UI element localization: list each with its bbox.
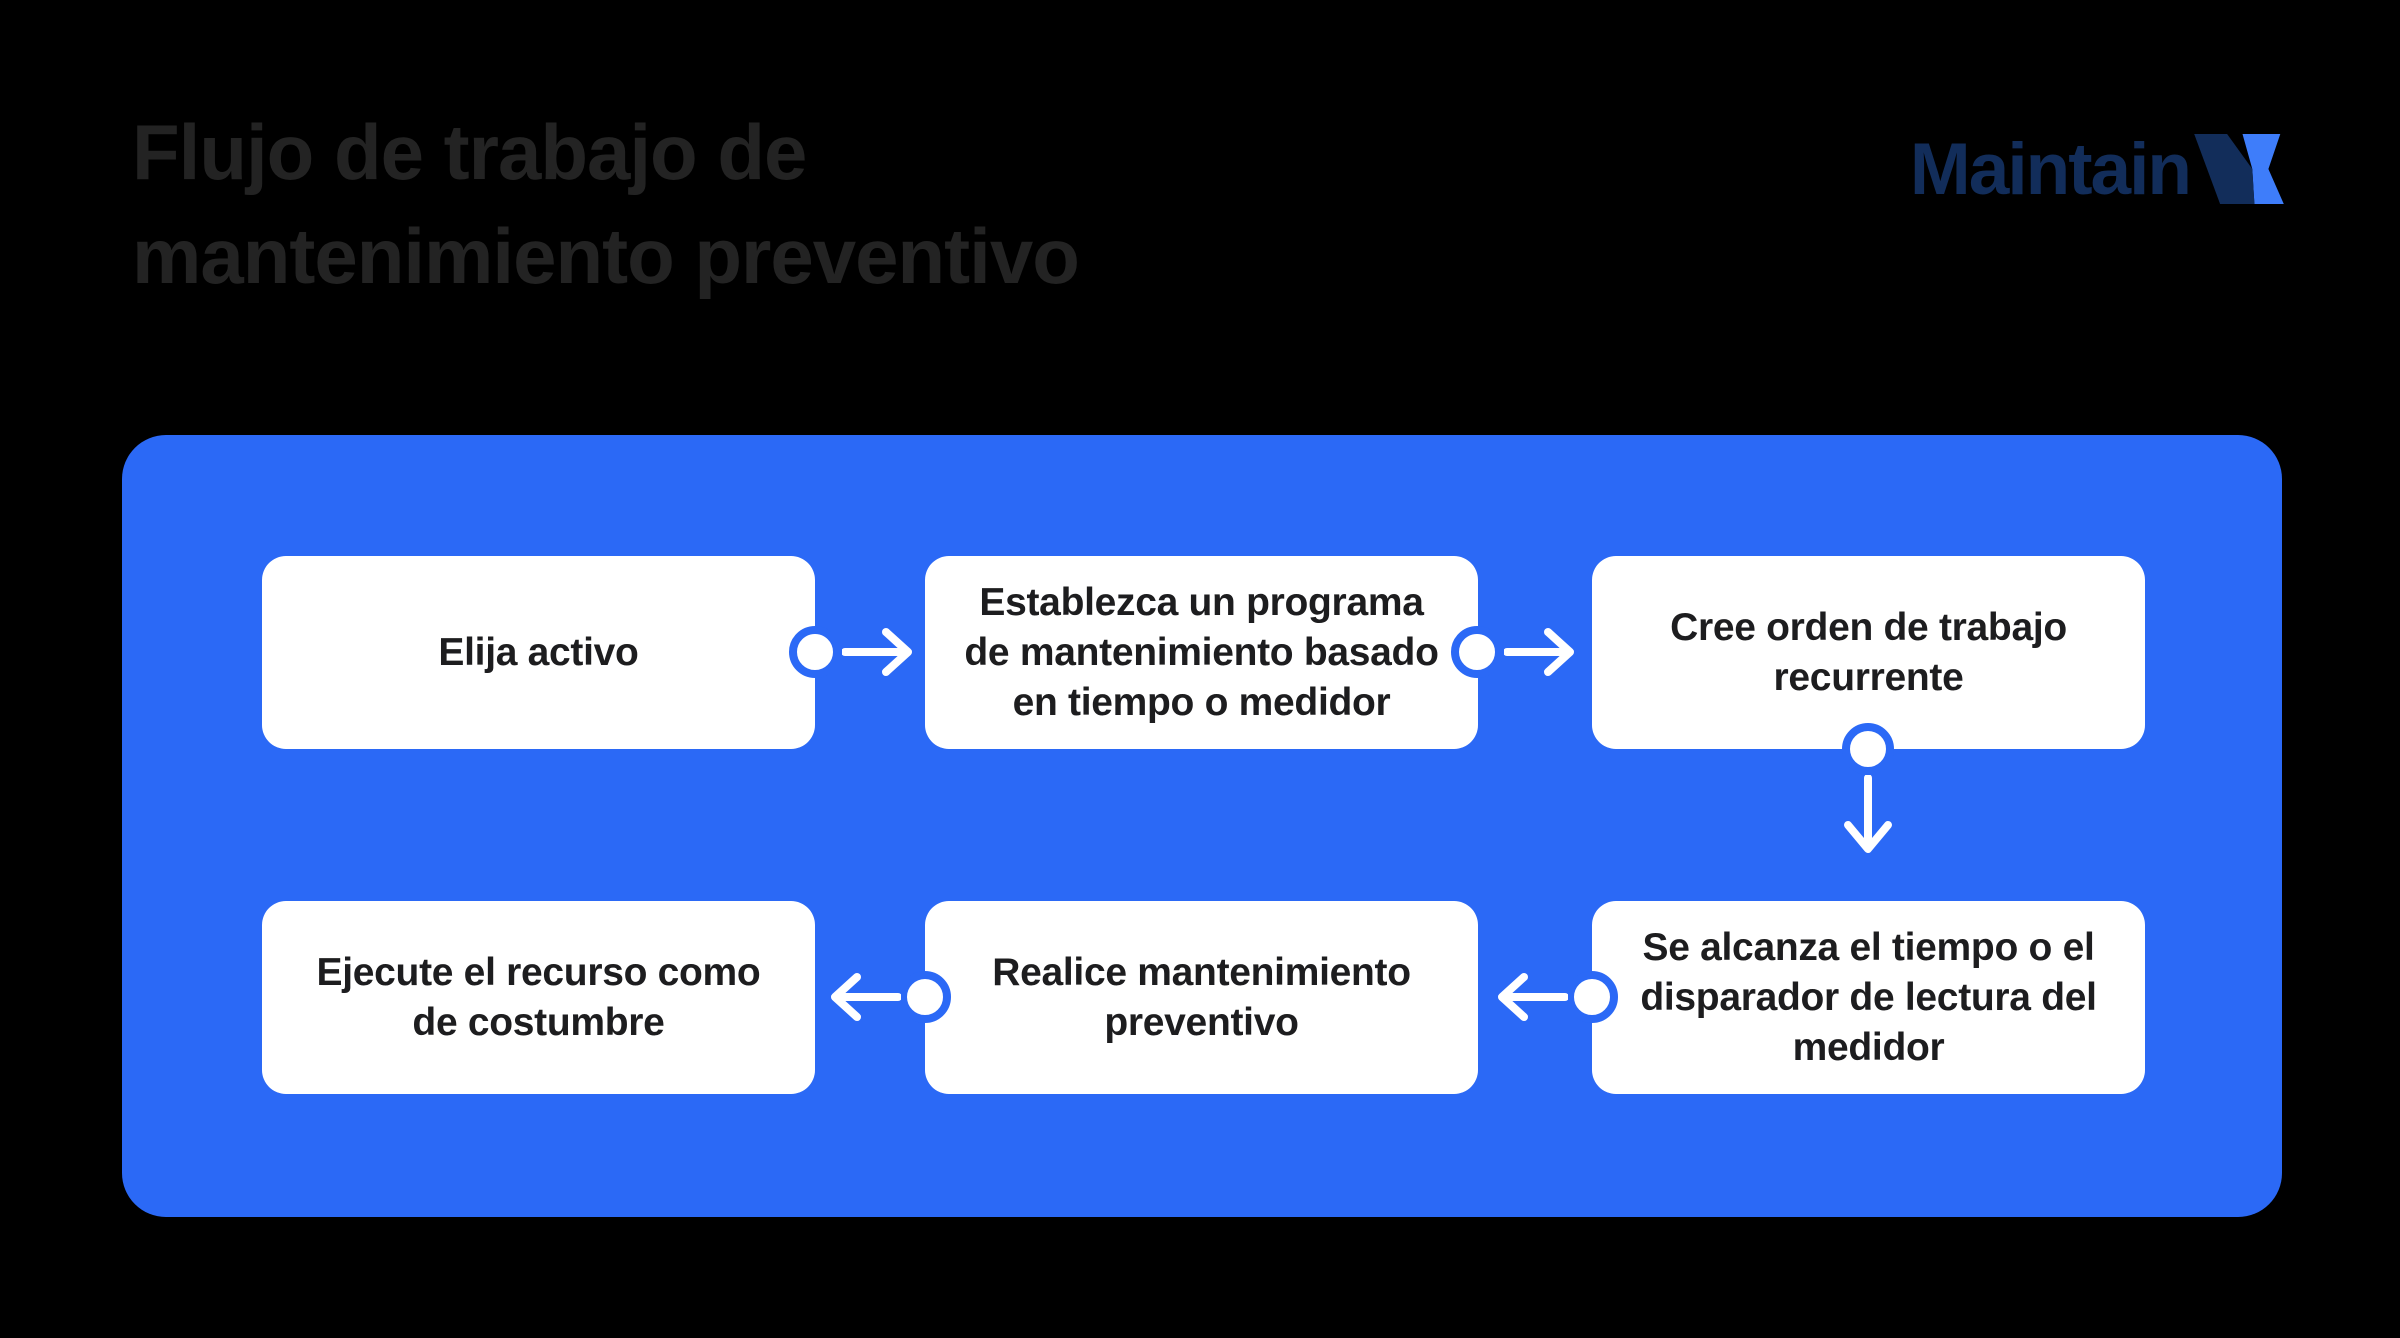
arrow-down-icon — [1838, 775, 1898, 855]
title-line-1: Flujo de trabajo de — [132, 108, 807, 196]
node-label: Ejecute el recurso como de costumbre — [316, 950, 761, 1044]
connector-dot — [789, 626, 841, 678]
flow-node-elija-activo: Elija activo — [262, 556, 815, 749]
logo-wordmark: Maintain — [1909, 128, 2192, 210]
node-label: Elija activo — [438, 630, 639, 674]
flow-node-se-alcanza-disparador: Se alcanza el tiempo o el disparador de … — [1592, 901, 2145, 1094]
arrow-left-icon — [1498, 967, 1568, 1027]
node-label: Establezca un programa de mantenimiento … — [964, 580, 1439, 724]
connector-dot — [1842, 723, 1894, 775]
arrow-right-icon — [1504, 622, 1574, 682]
node-label: Realice mantenimiento preventivo — [992, 950, 1411, 1044]
title-line-2: mantenimiento preventivo — [132, 212, 1080, 300]
node-label: Se alcanza el tiempo o el disparador de … — [1640, 925, 2097, 1069]
arrow-left-icon — [831, 967, 901, 1027]
maintainx-logo: Maintain — [1909, 128, 2284, 210]
connector-dot — [1566, 971, 1618, 1023]
connector-dot — [899, 971, 951, 1023]
flow-node-ejecute-recurso: Ejecute el recurso como de costumbre — [262, 901, 815, 1094]
flow-node-realice-mantenimiento: Realice mantenimiento preventivo — [925, 901, 1478, 1094]
node-label: Cree orden de trabajo recurrente — [1670, 605, 2067, 699]
arrow-right-icon — [842, 622, 912, 682]
workflow-panel — [122, 435, 2282, 1217]
flow-node-establezca-programa: Establezca un programa de mantenimiento … — [925, 556, 1478, 749]
flow-node-cree-orden-recurrente: Cree orden de trabajo recurrente — [1592, 556, 2145, 749]
maintainx-x-icon — [2194, 134, 2284, 204]
page-title: Flujo de trabajo de mantenimiento preven… — [132, 100, 1080, 308]
connector-dot — [1451, 626, 1503, 678]
